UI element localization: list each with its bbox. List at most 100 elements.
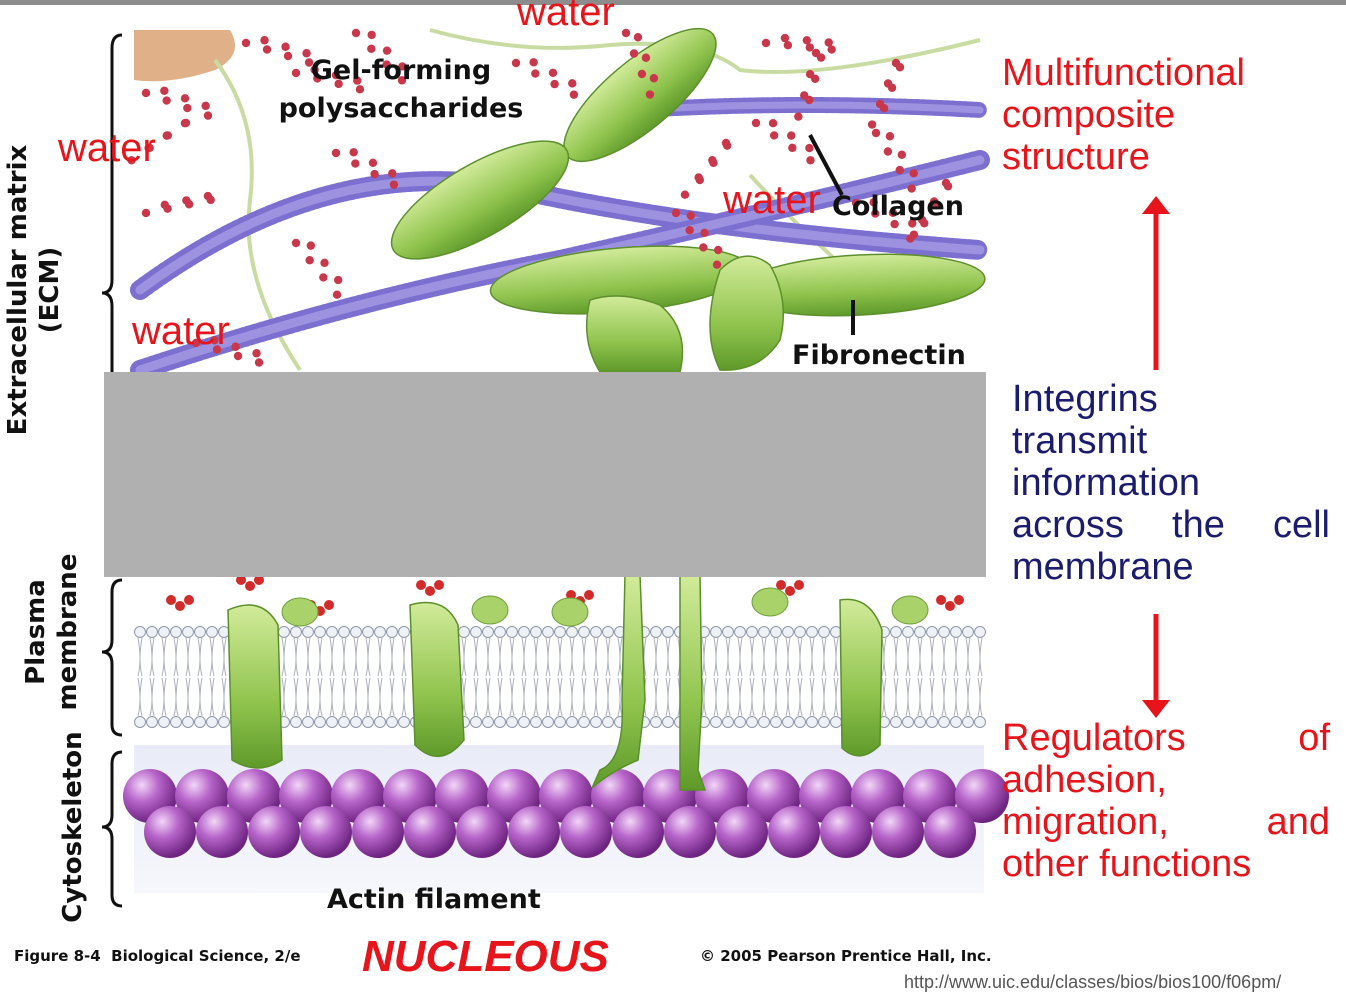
polysaccharide-dot <box>331 70 341 80</box>
lipid-head <box>890 716 902 728</box>
lipid-head <box>326 626 338 638</box>
polysaccharide-dot <box>787 131 796 140</box>
polysaccharide-dot <box>700 228 709 238</box>
lipid-head <box>974 626 986 638</box>
lipid-tail <box>281 637 287 677</box>
lipid-head <box>386 626 398 638</box>
lipid-head <box>482 626 494 638</box>
lipid-head <box>914 716 926 728</box>
glycan-dot <box>566 590 576 600</box>
polysaccharide-dot <box>319 273 328 282</box>
lipid-tail <box>797 637 803 677</box>
lipid-tail <box>389 637 395 677</box>
glycan-dot <box>324 600 334 610</box>
polysaccharide-dot <box>907 184 916 193</box>
lipid-tail <box>137 637 143 677</box>
lipid-head <box>806 716 818 728</box>
lipid-head <box>806 626 818 638</box>
polysaccharide-dot <box>649 74 659 83</box>
lipid-head <box>554 716 566 728</box>
polysaccharide-dot <box>127 156 136 165</box>
lipid-head <box>278 626 290 638</box>
lipid-tail <box>497 637 503 677</box>
integrins <box>227 574 883 791</box>
polysaccharide-dot <box>879 104 889 113</box>
lipid-head <box>314 716 326 728</box>
polysaccharide-dot <box>851 198 861 208</box>
polysaccharide-dot <box>871 209 880 218</box>
lipid-tail <box>893 637 899 677</box>
water-label-left-lower: water <box>132 309 230 353</box>
lipid-tail <box>737 677 743 717</box>
polysaccharide-dot <box>389 180 399 189</box>
glycan-dot <box>416 580 426 590</box>
lipid-tail <box>581 677 587 717</box>
lipid-tail <box>353 677 359 717</box>
mid-line1: Integrins <box>1012 378 1158 420</box>
actin-sphere <box>612 806 664 858</box>
lipid-tail <box>941 637 947 677</box>
lipid-tail <box>521 677 527 717</box>
lipid-head <box>782 716 794 728</box>
lipid-tail <box>653 637 659 677</box>
lipid-tail <box>713 677 719 717</box>
polysaccharide-dot <box>180 94 190 103</box>
lipid-tail <box>833 677 839 717</box>
polysaccharide-dot <box>806 156 815 165</box>
lipid-tail <box>617 637 623 677</box>
lipid-head <box>650 626 662 638</box>
multifunctional-text: Multifunctional composite structure <box>1002 52 1322 178</box>
lipid-head <box>206 626 218 638</box>
lipid-head <box>746 716 758 728</box>
lipid-head <box>962 716 974 728</box>
lipid-tail <box>917 677 923 717</box>
polysaccharide-dot <box>281 42 290 51</box>
lipid-tail <box>665 677 671 717</box>
lipid-head <box>938 626 950 638</box>
lipid-head <box>830 716 842 728</box>
lipid-head <box>794 626 806 638</box>
lipid-head <box>722 626 734 638</box>
polysaccharide-dot <box>722 141 732 150</box>
polysaccharide-dot <box>382 60 391 69</box>
actin-sphere <box>924 806 976 858</box>
lipid-head <box>782 626 794 638</box>
lipid-tail <box>881 637 887 677</box>
ecm-side-label: Extracellular matrix (ECM) <box>2 140 66 440</box>
polysaccharide-chains <box>127 28 953 367</box>
lipid-tail <box>965 637 971 677</box>
water-label-mid: water <box>723 178 821 222</box>
polysaccharide-dot <box>306 241 316 250</box>
polysaccharide-dot <box>794 112 803 121</box>
polysaccharide-dot <box>709 158 718 168</box>
polysaccharide-dot <box>201 101 210 111</box>
lipid-tail <box>581 637 587 677</box>
glycan-dot <box>954 595 964 605</box>
polysaccharide-dot <box>305 256 314 265</box>
actin-sphere <box>716 806 768 858</box>
glycan-dot <box>776 580 786 590</box>
water-label-top: water <box>517 0 615 34</box>
lipid-tail <box>569 637 575 677</box>
lipid-tail <box>701 677 707 717</box>
polysaccharide-dot <box>332 290 342 299</box>
polysaccharide-dot <box>888 208 898 218</box>
lipid-head <box>506 626 518 638</box>
glycan-dot <box>785 586 795 596</box>
lipid-head <box>566 626 578 638</box>
polysaccharide-dot <box>144 143 153 153</box>
lipid-tail <box>137 677 143 717</box>
polysaccharide-dot <box>355 85 365 94</box>
actin-sphere <box>872 806 924 858</box>
polysaccharide-dot <box>637 69 647 79</box>
lipid-head <box>206 716 218 728</box>
glycan-dot <box>936 595 946 605</box>
lipid-head <box>722 716 734 728</box>
lipid-head <box>530 626 542 638</box>
polysaccharide-dot <box>370 169 379 179</box>
actin-sphere <box>664 806 716 858</box>
lipid-head <box>950 716 962 728</box>
polysaccharide-dot <box>780 33 790 43</box>
peripheral-protein <box>891 595 929 625</box>
glycan-dot <box>175 601 185 611</box>
